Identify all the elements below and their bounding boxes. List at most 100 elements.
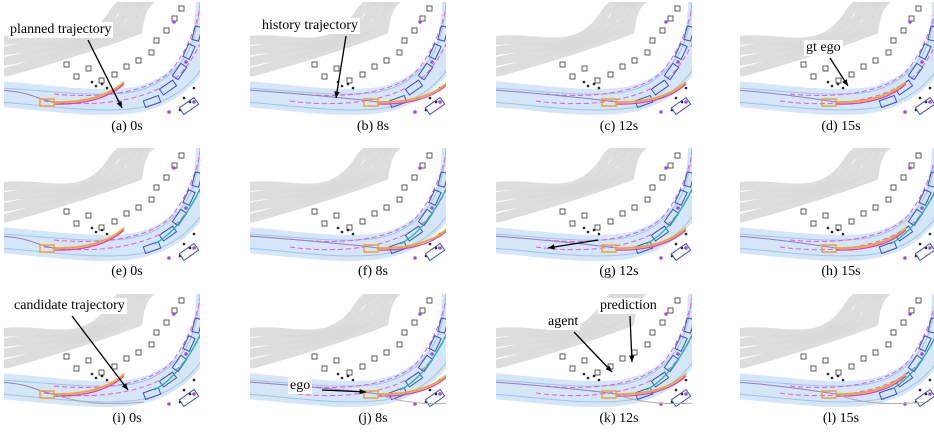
static-obstacle <box>426 5 433 12</box>
history-trajectory-line <box>250 381 379 395</box>
vehicle-box <box>663 62 680 81</box>
road-lane-gray <box>250 294 385 339</box>
planned-trajectory-line <box>53 229 125 251</box>
vehicle-box <box>404 79 424 96</box>
static-obstacle <box>674 152 681 159</box>
road-lane-gray <box>250 294 397 359</box>
vehicle-box <box>428 43 442 60</box>
obstacle-dot <box>826 226 830 230</box>
vehicle-box <box>914 96 934 116</box>
vehicle-box <box>914 388 934 408</box>
obstacle-dot <box>674 96 678 100</box>
road-lane-gray <box>496 294 643 359</box>
annotation-arrowhead <box>359 388 366 395</box>
static-obstacle <box>401 329 408 336</box>
agent-dot-purple <box>184 60 188 64</box>
static-obstacle <box>63 208 70 215</box>
annotation-ego: ego <box>288 378 313 394</box>
reference-line-dashed <box>43 43 200 105</box>
reference-line-dashed <box>53 151 200 242</box>
vehicle-box <box>918 335 932 352</box>
road-lane-gray <box>4 148 146 202</box>
obstacle-dot <box>836 374 840 378</box>
obstacle-dot <box>592 228 596 232</box>
static-obstacle <box>178 152 185 159</box>
agent-dot-purple <box>167 256 171 260</box>
static-obstacle <box>569 73 576 80</box>
static-obstacle <box>111 363 118 370</box>
annotation-arrowhead <box>548 244 555 250</box>
obstacle-dot <box>918 388 922 392</box>
annotation-prediction: prediction <box>598 298 659 314</box>
road-lane-gray <box>496 148 643 213</box>
reference-line-dashed <box>289 335 446 397</box>
road-lane-gray <box>496 2 643 67</box>
road-lane-gray <box>4 2 151 67</box>
static-obstacle <box>171 307 178 314</box>
agent-dot-purple <box>418 166 422 170</box>
vehicle-box <box>424 242 446 262</box>
static-obstacle <box>321 220 328 227</box>
static-obstacle <box>631 349 638 356</box>
annotation-arrow <box>629 315 633 363</box>
lane-blue <box>740 148 934 262</box>
reference-line-dashed <box>43 189 200 251</box>
vehicle-box <box>927 25 934 42</box>
static-obstacle <box>594 77 601 84</box>
vehicle-box <box>907 62 924 81</box>
obstacle-dot <box>428 96 432 100</box>
reference-line-dashed <box>53 297 200 388</box>
static-obstacle <box>396 49 403 56</box>
obstacle-dot <box>90 80 94 84</box>
static-obstacle <box>569 220 576 227</box>
obstacle-dot <box>674 388 678 392</box>
agent-dot-purple <box>430 60 434 64</box>
reference-line-dashed <box>299 5 446 96</box>
lane-blue <box>740 2 934 116</box>
agent-dot-purple <box>184 206 188 210</box>
static-obstacle <box>885 196 892 203</box>
static-obstacle <box>569 365 576 372</box>
caption-i: (i) 0s <box>112 411 142 426</box>
agent-dot-purple <box>920 352 924 356</box>
static-obstacle <box>559 61 566 68</box>
static-obstacle <box>644 196 651 203</box>
static-obstacle <box>426 297 433 304</box>
reference-line-dashed <box>789 305 934 388</box>
history-trajectory-line <box>4 381 55 395</box>
annotation-candidate-trajectory: candidate trajectory <box>12 298 127 314</box>
obstacle-dot <box>586 84 590 88</box>
static-obstacle <box>581 212 588 219</box>
lane-boundary <box>740 16 934 95</box>
obstacle-dot <box>592 374 596 378</box>
static-obstacle <box>890 329 897 336</box>
static-obstacle <box>649 184 656 191</box>
ego-box <box>363 244 379 253</box>
vehicle-box <box>191 25 200 42</box>
annotation-arrow <box>321 389 367 393</box>
static-obstacle <box>559 208 566 215</box>
static-obstacle <box>73 365 80 372</box>
agent-dot-purple <box>172 312 176 316</box>
road-lane-gray <box>740 2 882 56</box>
road-lane-gray <box>250 2 402 77</box>
road-lane-gray <box>496 2 638 56</box>
obstacle-dot <box>336 226 340 230</box>
annotation-arrow <box>87 39 123 109</box>
history-trajectory-line <box>496 381 617 395</box>
static-obstacle <box>607 218 614 225</box>
vehicle-box <box>171 62 188 81</box>
scene-panel <box>496 2 692 116</box>
vehicle-box <box>437 25 446 42</box>
history-trajectory-line <box>250 89 379 103</box>
obstacle-dot <box>918 242 922 246</box>
lane-boundary <box>496 215 692 257</box>
vehicle-box <box>918 43 932 60</box>
static-obstacle <box>383 204 390 211</box>
agent-dot-purple <box>172 20 176 24</box>
static-obstacle <box>860 355 867 362</box>
candidate-trajectory-line <box>615 393 692 405</box>
scene-panel <box>4 2 200 116</box>
static-obstacle <box>135 349 142 356</box>
road-lane-gray <box>250 2 392 56</box>
